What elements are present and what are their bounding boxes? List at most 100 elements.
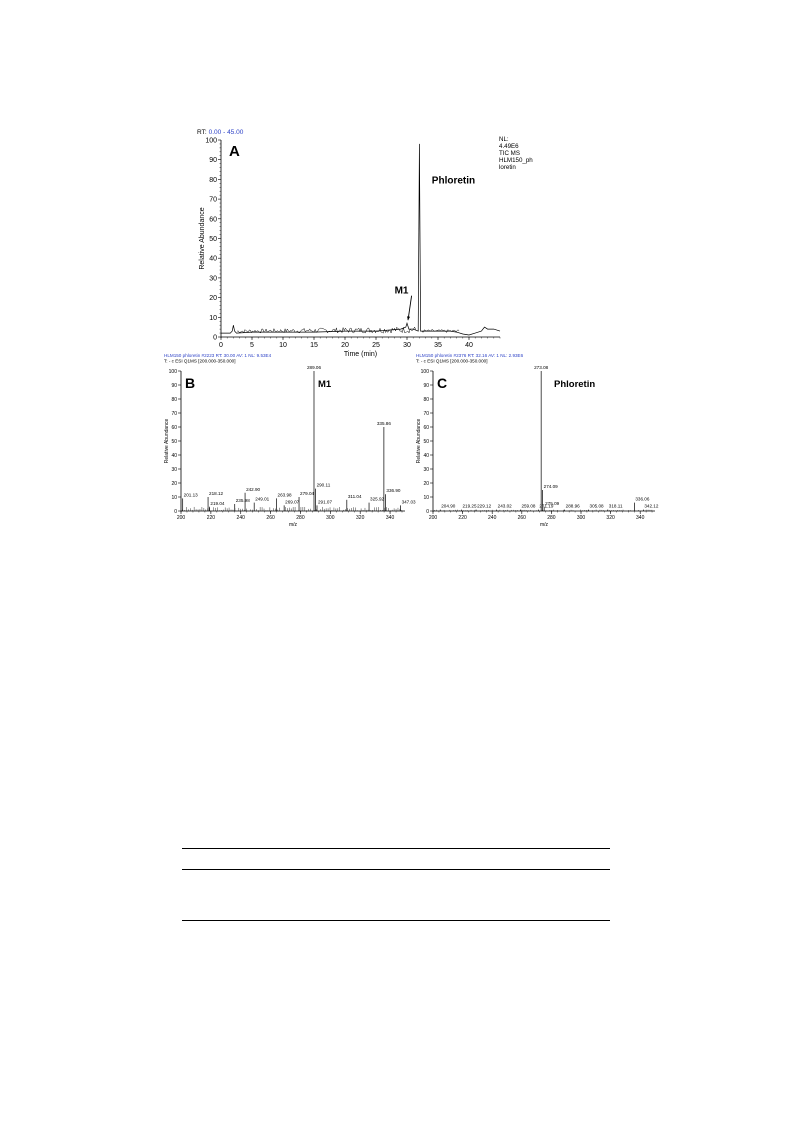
tic-baseline-noise — [421, 329, 460, 333]
y-tick-label: 90 — [209, 157, 217, 164]
rt-label: RT: — [197, 129, 207, 136]
x-tick-label: 300 — [326, 515, 335, 521]
peak-label: 325.92 — [370, 497, 384, 502]
spectrum-header-line: T: - c ESI Q1MS [200.000-350.000] — [416, 359, 488, 364]
annotation-arrowhead — [407, 316, 411, 321]
x-tick-label: 220 — [207, 515, 216, 521]
x-tick-label: 240 — [237, 515, 246, 521]
y-tick-label: 30 — [423, 467, 429, 473]
x-tick-label: 340 — [386, 515, 395, 521]
peak-label: 290.11 — [317, 483, 331, 488]
y-tick-label: 50 — [209, 236, 217, 243]
x-tick-label: 320 — [356, 515, 365, 521]
peak-label: 243.02 — [498, 504, 512, 509]
y-tick-label: 10 — [423, 495, 429, 501]
peak-annotation: Phloretin — [432, 175, 475, 186]
y-tick-label: 100 — [205, 137, 217, 144]
panel-letter: B — [185, 375, 195, 391]
peak-label: 269.07 — [285, 499, 299, 504]
y-tick-label: 40 — [423, 453, 429, 459]
y-tick-label: 60 — [423, 425, 429, 431]
peak-label: 336.06 — [635, 497, 649, 502]
x-tick-label: 35 — [434, 342, 442, 349]
table-rule-bottom — [182, 920, 610, 921]
peak-label: 288.96 — [566, 504, 580, 509]
info-line: TIC MS — [499, 150, 520, 157]
x-tick-label: 320 — [606, 515, 615, 521]
y-tick-label: 20 — [209, 295, 217, 302]
table-rule-middle — [182, 869, 610, 870]
x-tick-label: 280 — [296, 515, 305, 521]
peak-label: 274.09 — [544, 484, 558, 489]
peak-label: 318.11 — [609, 504, 623, 509]
peak-label: 342.12 — [644, 504, 658, 509]
x-tick-label: 200 — [429, 515, 438, 521]
peak-label: 271.19 — [539, 504, 553, 509]
rt-range-header: RT:0.00 - 45.00 — [197, 129, 244, 136]
tic-baseline-noise — [237, 326, 416, 334]
x-tick-label: 220 — [458, 515, 467, 521]
y-tick-label: 70 — [423, 411, 429, 417]
peak-label: 259.08 — [521, 504, 535, 509]
info-line: HLM150_ph — [499, 157, 533, 164]
x-tick-label: 10 — [279, 342, 287, 349]
annotation-arrow — [407, 295, 413, 321]
y-axis-label: Relative Abundance — [164, 419, 170, 464]
peak-label: 249.01 — [255, 497, 269, 502]
y-tick-label: 30 — [209, 275, 217, 282]
peak-label: 305.08 — [590, 504, 604, 509]
info-line: NL: — [499, 136, 509, 143]
y-axis-label: Relative Abundance — [416, 419, 422, 464]
y-tick-label: 50 — [171, 439, 177, 445]
y-tick-label: 100 — [169, 369, 178, 375]
peak-label: 201.13 — [184, 492, 198, 497]
peak-label: 279.04 — [300, 491, 314, 496]
y-tick-label: 60 — [209, 216, 217, 223]
panel-letter: A — [229, 143, 240, 160]
y-tick-label: 30 — [171, 467, 177, 473]
y-tick-label: 40 — [209, 256, 217, 263]
info-line: loretin — [499, 164, 516, 171]
x-tick-label: 5 — [250, 342, 254, 349]
x-tick-label: 340 — [636, 515, 645, 521]
y-tick-label: 70 — [171, 411, 177, 417]
peak-label: 219.04 — [210, 501, 224, 506]
y-tick-label: 80 — [209, 177, 217, 184]
rt-value: 0.00 - 45.00 — [209, 129, 244, 136]
peak-label: 336.90 — [386, 488, 400, 493]
spectrum-annotation: M1 — [318, 379, 332, 390]
y-tick-label: 10 — [209, 315, 217, 322]
spectrum-header-line: HLM150 phloretin #2376 RT: 32.16 AV: 1 N… — [416, 353, 524, 358]
x-axis-label: m/z — [540, 522, 549, 528]
y-tick-label: 100 — [421, 369, 430, 375]
peak-label: 311.04 — [348, 494, 362, 499]
y-tick-label: 90 — [171, 383, 177, 389]
y-tick-label: 60 — [171, 425, 177, 431]
x-tick-label: 40 — [465, 342, 473, 349]
x-tick-label: 0 — [219, 342, 223, 349]
peak-label: 289.06 — [307, 365, 321, 370]
x-tick-label: 300 — [577, 515, 586, 521]
y-tick-label: 20 — [423, 481, 429, 487]
peak-label: 204.90 — [441, 504, 455, 509]
x-axis-label: Time (min) — [344, 351, 377, 358]
x-tick-label: 15 — [310, 342, 318, 349]
y-tick-label: 0 — [426, 509, 429, 515]
peak-label: 263.98 — [278, 492, 292, 497]
x-tick-label: 240 — [488, 515, 497, 521]
x-tick-label: 280 — [547, 515, 556, 521]
peak-label: 242.90 — [246, 487, 260, 492]
peak-annotation: M1 — [395, 286, 409, 297]
spectrum-header-line: HLM150 phloretin #2223 RT: 30.00 AV: 1 N… — [164, 353, 272, 358]
x-tick-label: 260 — [518, 515, 527, 521]
table-rule-top — [182, 848, 610, 849]
x-tick-label: 20 — [341, 342, 349, 349]
y-tick-label: 50 — [423, 439, 429, 445]
x-tick-label: 25 — [372, 342, 380, 349]
peak-label: 335.86 — [377, 421, 391, 426]
y-tick-label: 70 — [209, 197, 217, 204]
y-tick-label: 0 — [213, 334, 217, 341]
